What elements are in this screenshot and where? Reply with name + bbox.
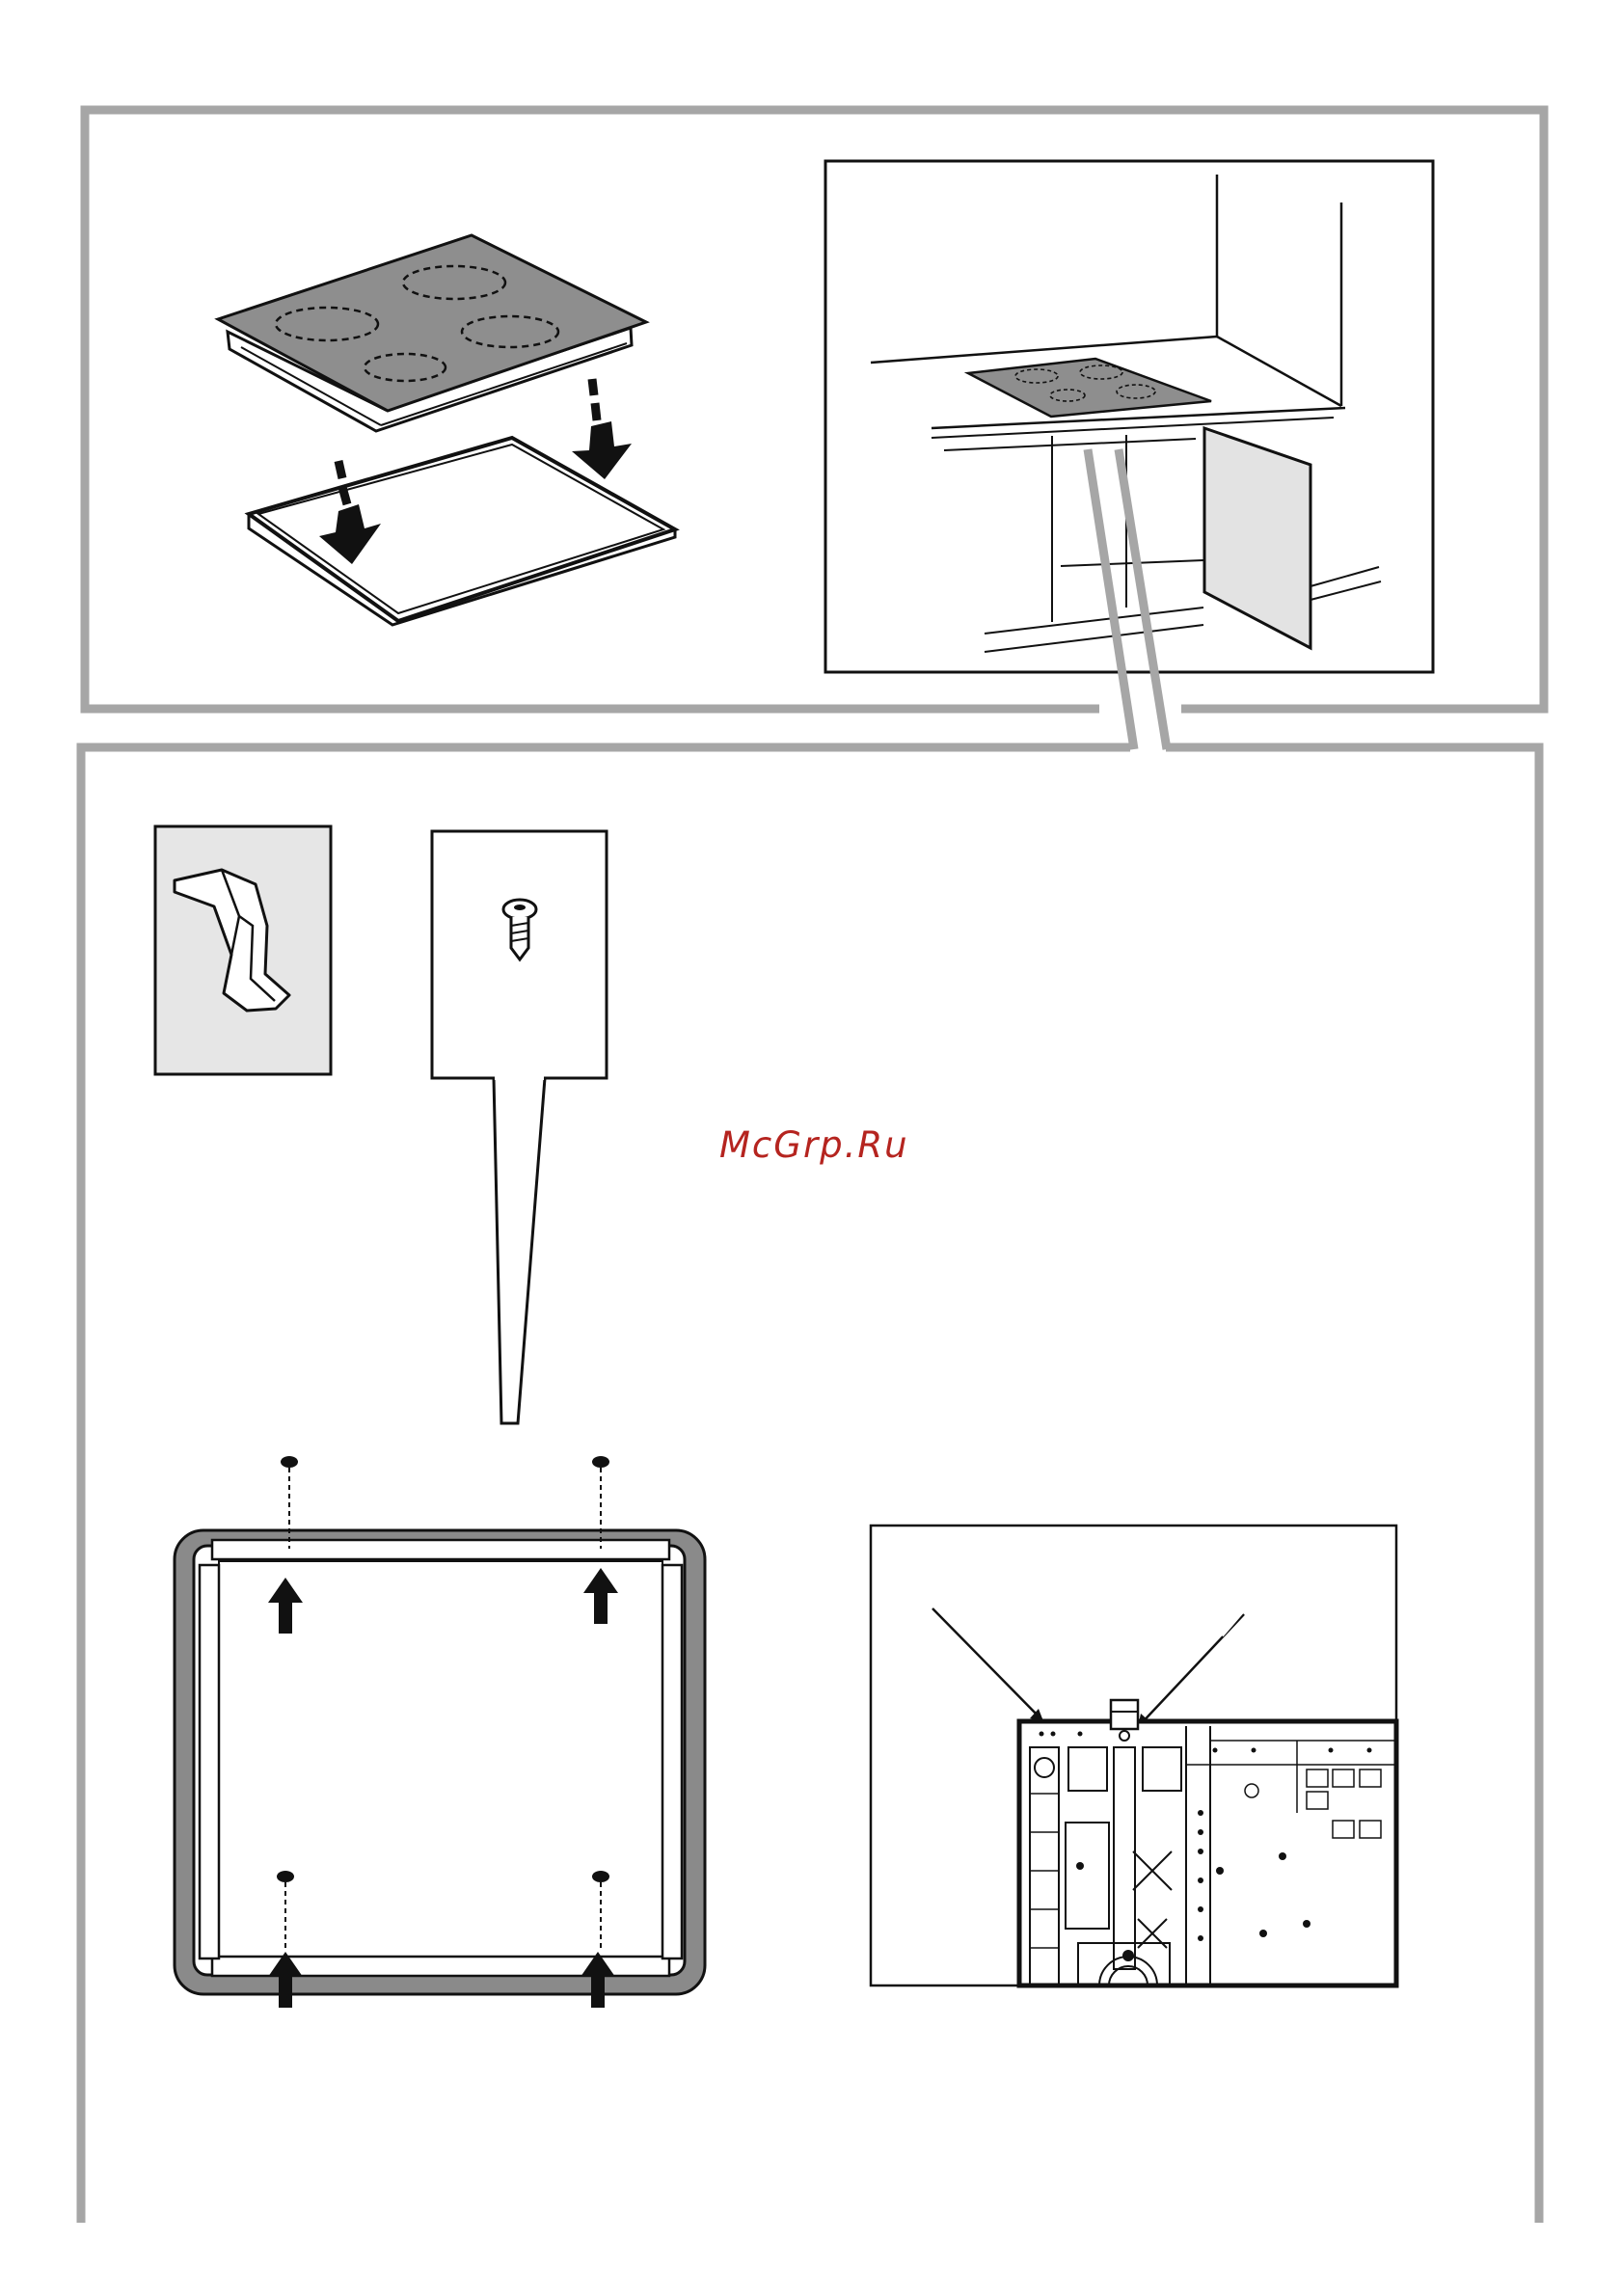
hob-underside-detail: [175, 1456, 705, 2008]
bottom-panel: [81, 747, 1539, 2223]
top-panel: [85, 110, 1544, 749]
screw-callout: [432, 831, 607, 1423]
underside-wiring-detail: [871, 1526, 1396, 1985]
down-arrow-icon: [319, 461, 381, 564]
clamp-bracket-icon: [155, 826, 331, 1074]
hob-icon: [218, 235, 646, 431]
kitchen-worktop-scene: [825, 161, 1433, 672]
down-arrow-icon: [572, 379, 632, 479]
watermark-text: McGrp.Ru: [719, 1124, 941, 1166]
